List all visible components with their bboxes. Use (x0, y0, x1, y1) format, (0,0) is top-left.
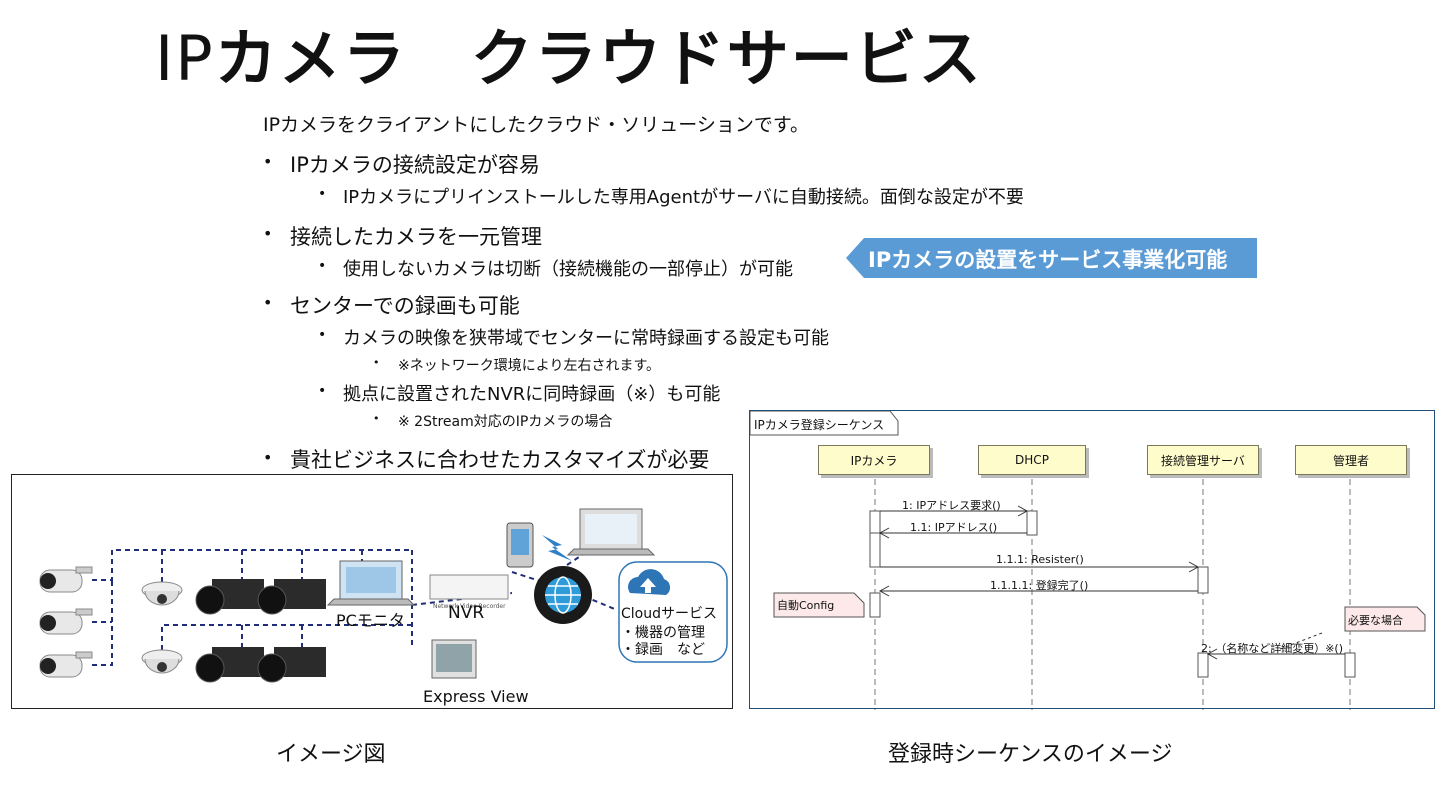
bullet-dot: • (263, 448, 273, 467)
box-camera-icon (195, 647, 264, 683)
bullet-3-1-1: ※ネットワーク環境により左右されます。 (398, 358, 661, 374)
callout-text: IPカメラの設置をサービス事業化可能 (868, 248, 1228, 272)
bullet-dot: • (263, 293, 273, 312)
bullet-dot: • (263, 152, 273, 171)
cloud-item: ・機器の管理 (621, 625, 705, 641)
cloud-upload-icon (627, 569, 671, 595)
actor-ip-camera: IPカメラ (818, 445, 930, 475)
bullet-3-1: カメラの映像を狭帯域でセンターに常時録画する設定も可能 (343, 328, 829, 349)
bullet-camera-icon (39, 566, 93, 593)
laptop-icon (566, 508, 656, 556)
cloud-service-label: Cloudサービス (621, 606, 717, 622)
bullet-camera-icon (39, 608, 93, 635)
bullet-dot: • (263, 224, 273, 243)
bullet-camera-icon (39, 651, 93, 678)
dome-camera-icon (141, 581, 183, 606)
message-label: 1.1: IPアドレス() (910, 521, 998, 534)
network-lines: Network Video Recorder (39, 508, 728, 683)
bullet-3-2: 拠点に設置されたNVRに同時録画（※）も可能 (343, 384, 721, 405)
lead-text: IPカメラをクライアントにしたクラウド・ソリューションです。 (263, 114, 810, 136)
box-camera-icon (257, 647, 326, 683)
box-camera-icon (195, 579, 264, 615)
express-view-label: Express View (423, 687, 529, 706)
box-camera-icon (257, 579, 326, 615)
svg-text:Network Video Recorder: Network Video Recorder (433, 603, 506, 610)
bullet-dot: • (318, 327, 327, 343)
message-label: 1.1.1.1: 登録完了() (990, 579, 1089, 592)
bullet-2: 接続したカメラを一元管理 (290, 225, 542, 249)
bullet-2-1: 使用しないカメラは切断（接続機能の一部停止）が可能 (343, 259, 793, 280)
message-label: 1.1.1: Resister() (996, 553, 1084, 566)
monitor-icon (431, 639, 477, 679)
message-label: 2: （名称など詳細変更）※() (1201, 642, 1344, 655)
wireless-icon (542, 535, 572, 561)
bullet-3-2-1: ※ 2Stream対応のIPカメラの場合 (398, 414, 613, 430)
callout-arrow (846, 238, 1257, 278)
actor-connection-server: 接続管理サーバ (1147, 445, 1259, 475)
pc-monitor-label: PCモニタ (336, 611, 405, 630)
actor-administrator: 管理者 (1295, 445, 1407, 475)
smartphone-icon (506, 522, 534, 568)
message-label: 1: IPアドレス要求() (902, 499, 1001, 512)
bullet-dot: • (318, 258, 327, 274)
actor-dhcp: DHCP (978, 445, 1086, 475)
globe-icon (534, 566, 592, 624)
bullet-3: センターでの録画も可能 (290, 294, 520, 318)
sequence-frame-title: IPカメラ登録シーケンス (754, 418, 885, 432)
laptop-icon (326, 560, 416, 606)
note-auto-config: 自動Config (777, 599, 835, 612)
bullet-1: IPカメラの接続設定が容易 (290, 153, 540, 177)
bullet-dot: • (318, 186, 327, 202)
bullet-dot: • (373, 412, 380, 425)
bullet-dot: • (373, 356, 380, 369)
caption-image-diagram: イメージ図 (276, 742, 386, 767)
system-diagram: Network Video Recorder (11, 474, 733, 709)
note-if-required: 必要な場合 (1348, 614, 1403, 627)
sequence-lines (750, 411, 1426, 710)
caption-sequence: 登録時シーケンスのイメージ (888, 742, 1173, 767)
bullet-1-1: IPカメラにプリインストールした専用Agentがサーバに自動接続。面倒な設定が不… (343, 187, 1024, 208)
bullet-dot: • (318, 383, 327, 399)
dome-camera-icon (141, 649, 183, 674)
page-title: IPカメラ クラウドサービス (155, 22, 983, 95)
nvr-label: NVR (448, 603, 485, 623)
bullet-4: 貴社ビジネスに合わせたカスタマイズが必要 (290, 448, 710, 472)
sequence-diagram: IPカメラ登録シーケンス IPカメラ DHCP 接続管理サーバ 管理者 1: I… (749, 410, 1435, 710)
cloud-item: ・録画 など (621, 642, 705, 658)
nvr-device-icon: Network Video Recorder (429, 574, 509, 610)
